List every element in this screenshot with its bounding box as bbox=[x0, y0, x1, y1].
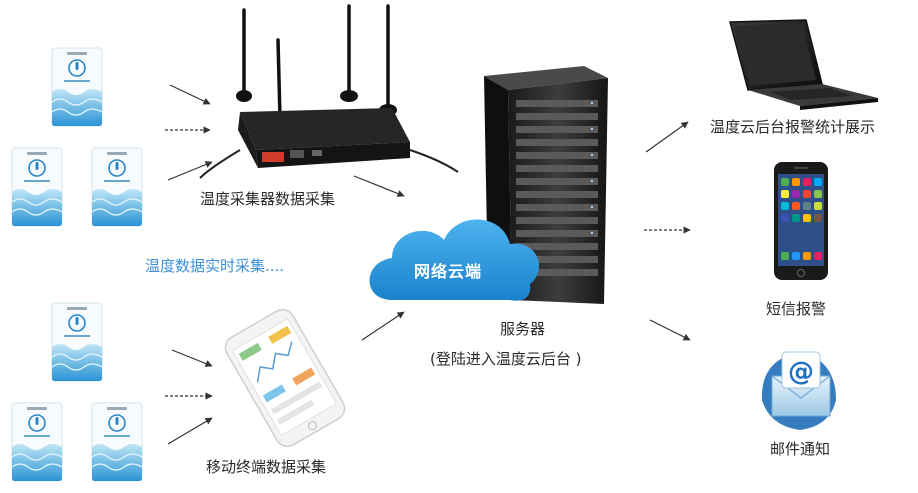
arrow bbox=[171, 349, 213, 367]
laptop-icon bbox=[729, 19, 878, 110]
sensor-tag bbox=[91, 147, 143, 227]
arrow bbox=[649, 319, 691, 341]
display-label: 温度云后台报警统计展示 bbox=[710, 118, 876, 136]
arrow bbox=[353, 175, 405, 197]
server-sub-label: (登陆进入温度云后台 ) bbox=[430, 350, 582, 368]
4g-router-with-antennas-icon bbox=[199, 4, 459, 179]
arrow bbox=[645, 121, 689, 153]
cloud-icon bbox=[369, 219, 540, 301]
mobile-collect-label: 移动终端数据采集 bbox=[206, 458, 327, 476]
server-rack-icon bbox=[484, 66, 608, 304]
arrow bbox=[167, 161, 213, 181]
sensor-tag bbox=[51, 302, 103, 382]
arrow bbox=[169, 84, 211, 105]
sensor-tag bbox=[11, 402, 63, 482]
sms-label: 短信报警 bbox=[766, 300, 827, 318]
email-at-icon: @ bbox=[761, 351, 836, 430]
server-label: 服务器 bbox=[500, 320, 546, 338]
email-label: 邮件通知 bbox=[770, 440, 831, 458]
cloud-label: 网络云端 bbox=[414, 262, 483, 281]
arrow bbox=[361, 311, 405, 341]
sensor-tag bbox=[91, 402, 143, 482]
realtime-label: 温度数据实时采集.... bbox=[145, 257, 285, 275]
sensor-tag bbox=[11, 147, 63, 227]
svg-text:@: @ bbox=[788, 357, 814, 387]
smartphone-icon bbox=[774, 162, 828, 280]
smartphone-icon bbox=[224, 308, 346, 448]
arrow bbox=[167, 417, 213, 445]
collector-label: 温度采集器数据采集 bbox=[200, 190, 336, 208]
sensor-tag bbox=[51, 47, 103, 127]
